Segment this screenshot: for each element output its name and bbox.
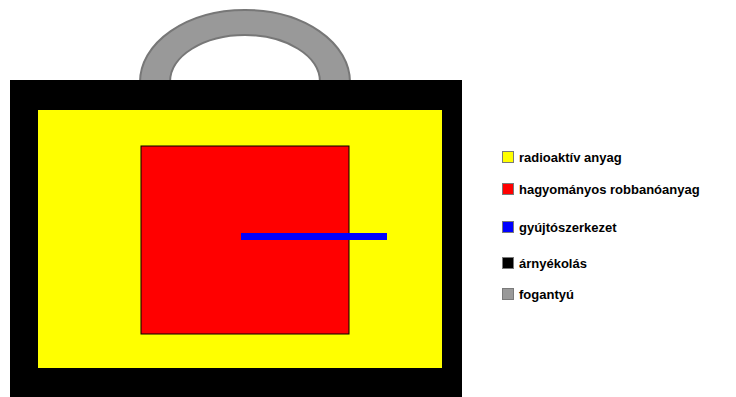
legend-label: hagyományos robbanóanyag	[519, 182, 700, 197]
legend-item: gyújtószerkezet	[502, 219, 617, 235]
legend-label: árnyékolás	[519, 256, 587, 271]
legend-swatch	[502, 151, 514, 163]
legend-swatch	[502, 221, 514, 233]
legend-item: fogantyú	[502, 286, 574, 302]
legend-label: radioaktív anyag	[519, 150, 622, 165]
legend-swatch	[502, 257, 514, 269]
handle	[140, 10, 350, 82]
legend-item: árnyékolás	[502, 255, 587, 271]
legend-item: radioaktív anyag	[502, 149, 622, 165]
legend-item: hagyományos robbanóanyag	[502, 181, 700, 197]
detonator	[241, 233, 387, 240]
radioactive-material	[38, 110, 442, 368]
legend-label: gyújtószerkezet	[519, 220, 617, 235]
legend-swatch	[502, 288, 514, 300]
legend-swatch	[502, 183, 514, 195]
legend-label: fogantyú	[519, 287, 574, 302]
shielding	[10, 80, 462, 397]
